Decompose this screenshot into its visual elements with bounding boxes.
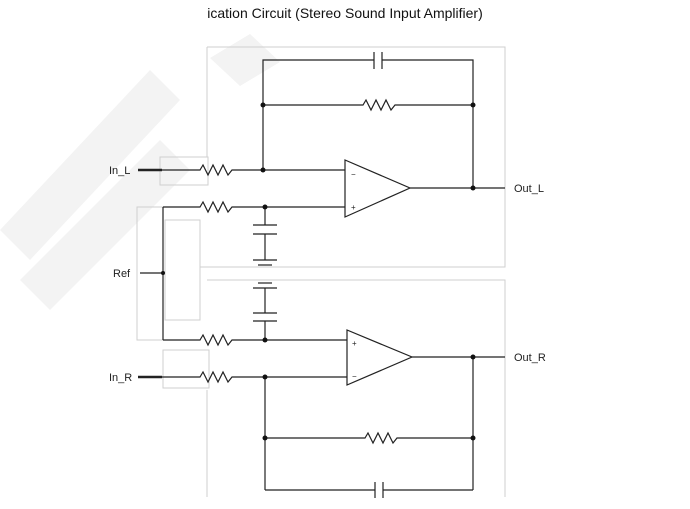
- label-ref: Ref: [113, 268, 131, 280]
- resistor-feedback-left: [263, 98, 473, 112]
- opamp-left-minus: −: [351, 170, 356, 179]
- capacitor-ref-left: [253, 207, 277, 266]
- label-out-r: Out_R: [514, 352, 546, 364]
- opamp-right-minus: −: [352, 372, 357, 381]
- capacitor-ref-right: [253, 282, 277, 340]
- resistor-feedback-right: [265, 431, 473, 445]
- opamp-left: [344, 159, 412, 218]
- watermark: [0, 34, 280, 310]
- resistor-ref-left: [163, 200, 345, 214]
- label-in-r: In_R: [109, 372, 132, 384]
- resistor-input-right: [162, 370, 347, 384]
- label-out-l: Out_L: [514, 183, 544, 195]
- opamp-right: [346, 329, 414, 386]
- capacitor-feedback-right: [265, 482, 473, 498]
- resistor-input-left: [162, 163, 345, 177]
- section-boxes: [136, 46, 506, 497]
- opamp-left-plus: +: [351, 203, 356, 212]
- resistor-ref-right: [163, 333, 347, 347]
- label-in-l: In_L: [109, 165, 130, 177]
- capacitor-feedback-left: [262, 52, 474, 188]
- opamp-right-plus: +: [352, 339, 357, 348]
- junction-nodes: [161, 102, 476, 441]
- diagram-title: ication Circuit (Stereo Sound Input Ampl…: [207, 5, 483, 21]
